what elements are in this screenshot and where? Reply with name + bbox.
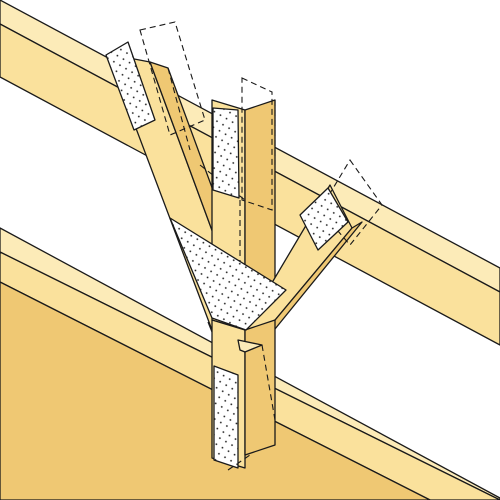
- nail-plate-upper-left: [105, 41, 156, 131]
- post-junction-detail: [207, 321, 263, 353]
- nail-plate-lower-post: [213, 365, 239, 469]
- nail-plate-diagonal-right: [299, 187, 349, 251]
- nail-plate-center-triangle: [169, 217, 287, 331]
- nail-plate-vertical-upper: [212, 107, 240, 199]
